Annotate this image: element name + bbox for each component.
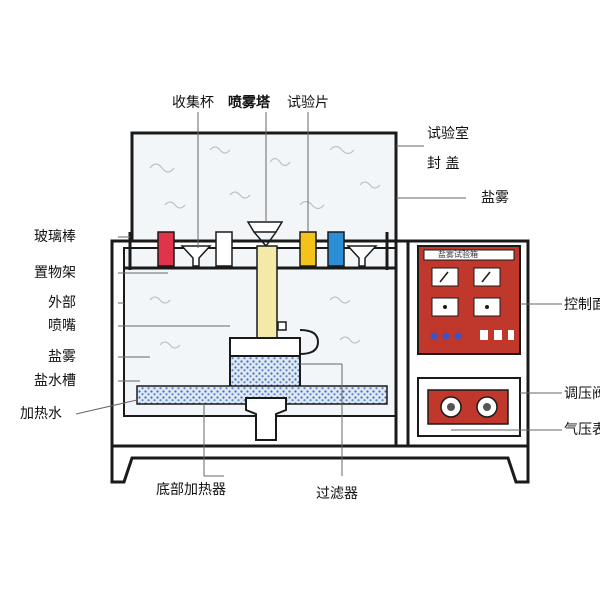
label-brine-tank: 盐水槽 (34, 373, 76, 389)
label-glass-rod: 玻璃棒 (34, 229, 76, 245)
label-control-panel: 控制面 (564, 297, 600, 313)
dial-icon (440, 396, 498, 418)
spray-tower-top (246, 221, 284, 233)
spray-tower (256, 245, 278, 339)
collector-funnel-left (180, 245, 212, 267)
lid-fog-marks (149, 145, 381, 210)
specimen-yellow (299, 231, 317, 267)
specimen-red (157, 231, 175, 267)
label-heated-water: 加热水 (20, 406, 62, 422)
label-rack: 置物架 (34, 265, 76, 281)
label-spray-tower: 喷雾塔 (228, 95, 270, 111)
leader-lines (75, 112, 562, 477)
panel-header-text: 盐雾试验箱 (438, 250, 478, 259)
label-collector-cup: 收集杯 (172, 95, 214, 111)
label-outer: 外部 (48, 295, 76, 311)
label-regulator: 调压阀 (564, 386, 600, 402)
label-pressure-gauge: 气压表 (564, 422, 600, 438)
label-filter: 过滤器 (316, 486, 358, 502)
label-chamber: 试验室 (427, 126, 469, 142)
specimen-white-1 (215, 231, 233, 267)
label-salt-fog-right: 盐雾 (481, 190, 509, 206)
label-lid: 封 盖 (427, 156, 460, 172)
indicator-lights (430, 332, 462, 340)
gauge-icon (431, 267, 459, 287)
specimen-blue (327, 231, 345, 267)
label-specimen: 试验片 (287, 95, 329, 111)
label-salt-fog-left: 盐雾 (48, 349, 76, 365)
cabinet-base (110, 444, 530, 484)
collector-funnel-right (346, 245, 378, 267)
drain-tube (245, 397, 287, 441)
label-bottom-heater: 底部加热器 (156, 482, 226, 498)
label-nozzle: 喷嘴 (48, 318, 76, 334)
